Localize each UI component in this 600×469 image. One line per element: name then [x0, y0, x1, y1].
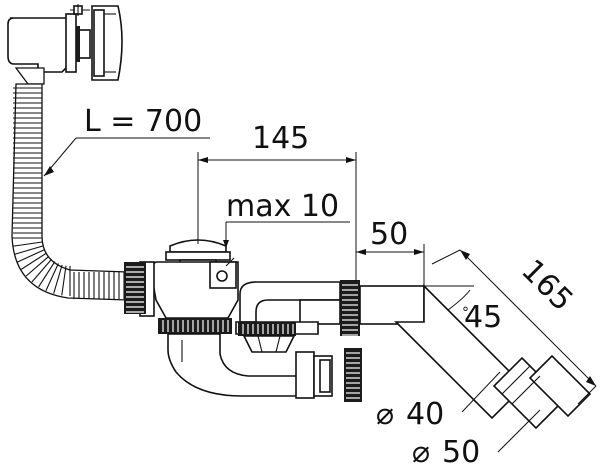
- overflow-assembly: [7, 4, 123, 81]
- drain-ring-icon: [158, 318, 232, 334]
- outlet-length-label: 50: [370, 217, 408, 252]
- hose-length-label: L = 700: [84, 104, 202, 139]
- click-clack-plug-icon: [169, 239, 227, 253]
- max-thickness-label: max 10: [226, 189, 339, 224]
- drain-body: [124, 239, 301, 397]
- outlet-nut-upper-icon: [340, 280, 360, 336]
- outlet-nut-40-icon: [344, 348, 362, 402]
- flexible-hose: [11, 67, 129, 301]
- hose-nut-icon: [124, 262, 146, 314]
- angled-outlet: [394, 284, 592, 430]
- dimension-lines: [43, 137, 597, 453]
- screw-icon: [70, 4, 90, 16]
- diameter-50-label: 50: [442, 435, 480, 469]
- angle-label: 45: [464, 300, 502, 335]
- diameter-40-symbol-icon: ⌀: [376, 397, 394, 432]
- diameter-40-label: 40: [406, 397, 444, 432]
- trap-ring-icon: [238, 322, 296, 336]
- horizontal-length-label: 145: [252, 121, 309, 156]
- trap-assembly: [235, 280, 425, 402]
- diagonal-length-label: 165: [514, 253, 579, 318]
- overflow-gasket-icon: [76, 26, 80, 62]
- diameter-50-symbol-icon: ⌀: [412, 435, 430, 469]
- degree-symbol: °: [462, 305, 469, 321]
